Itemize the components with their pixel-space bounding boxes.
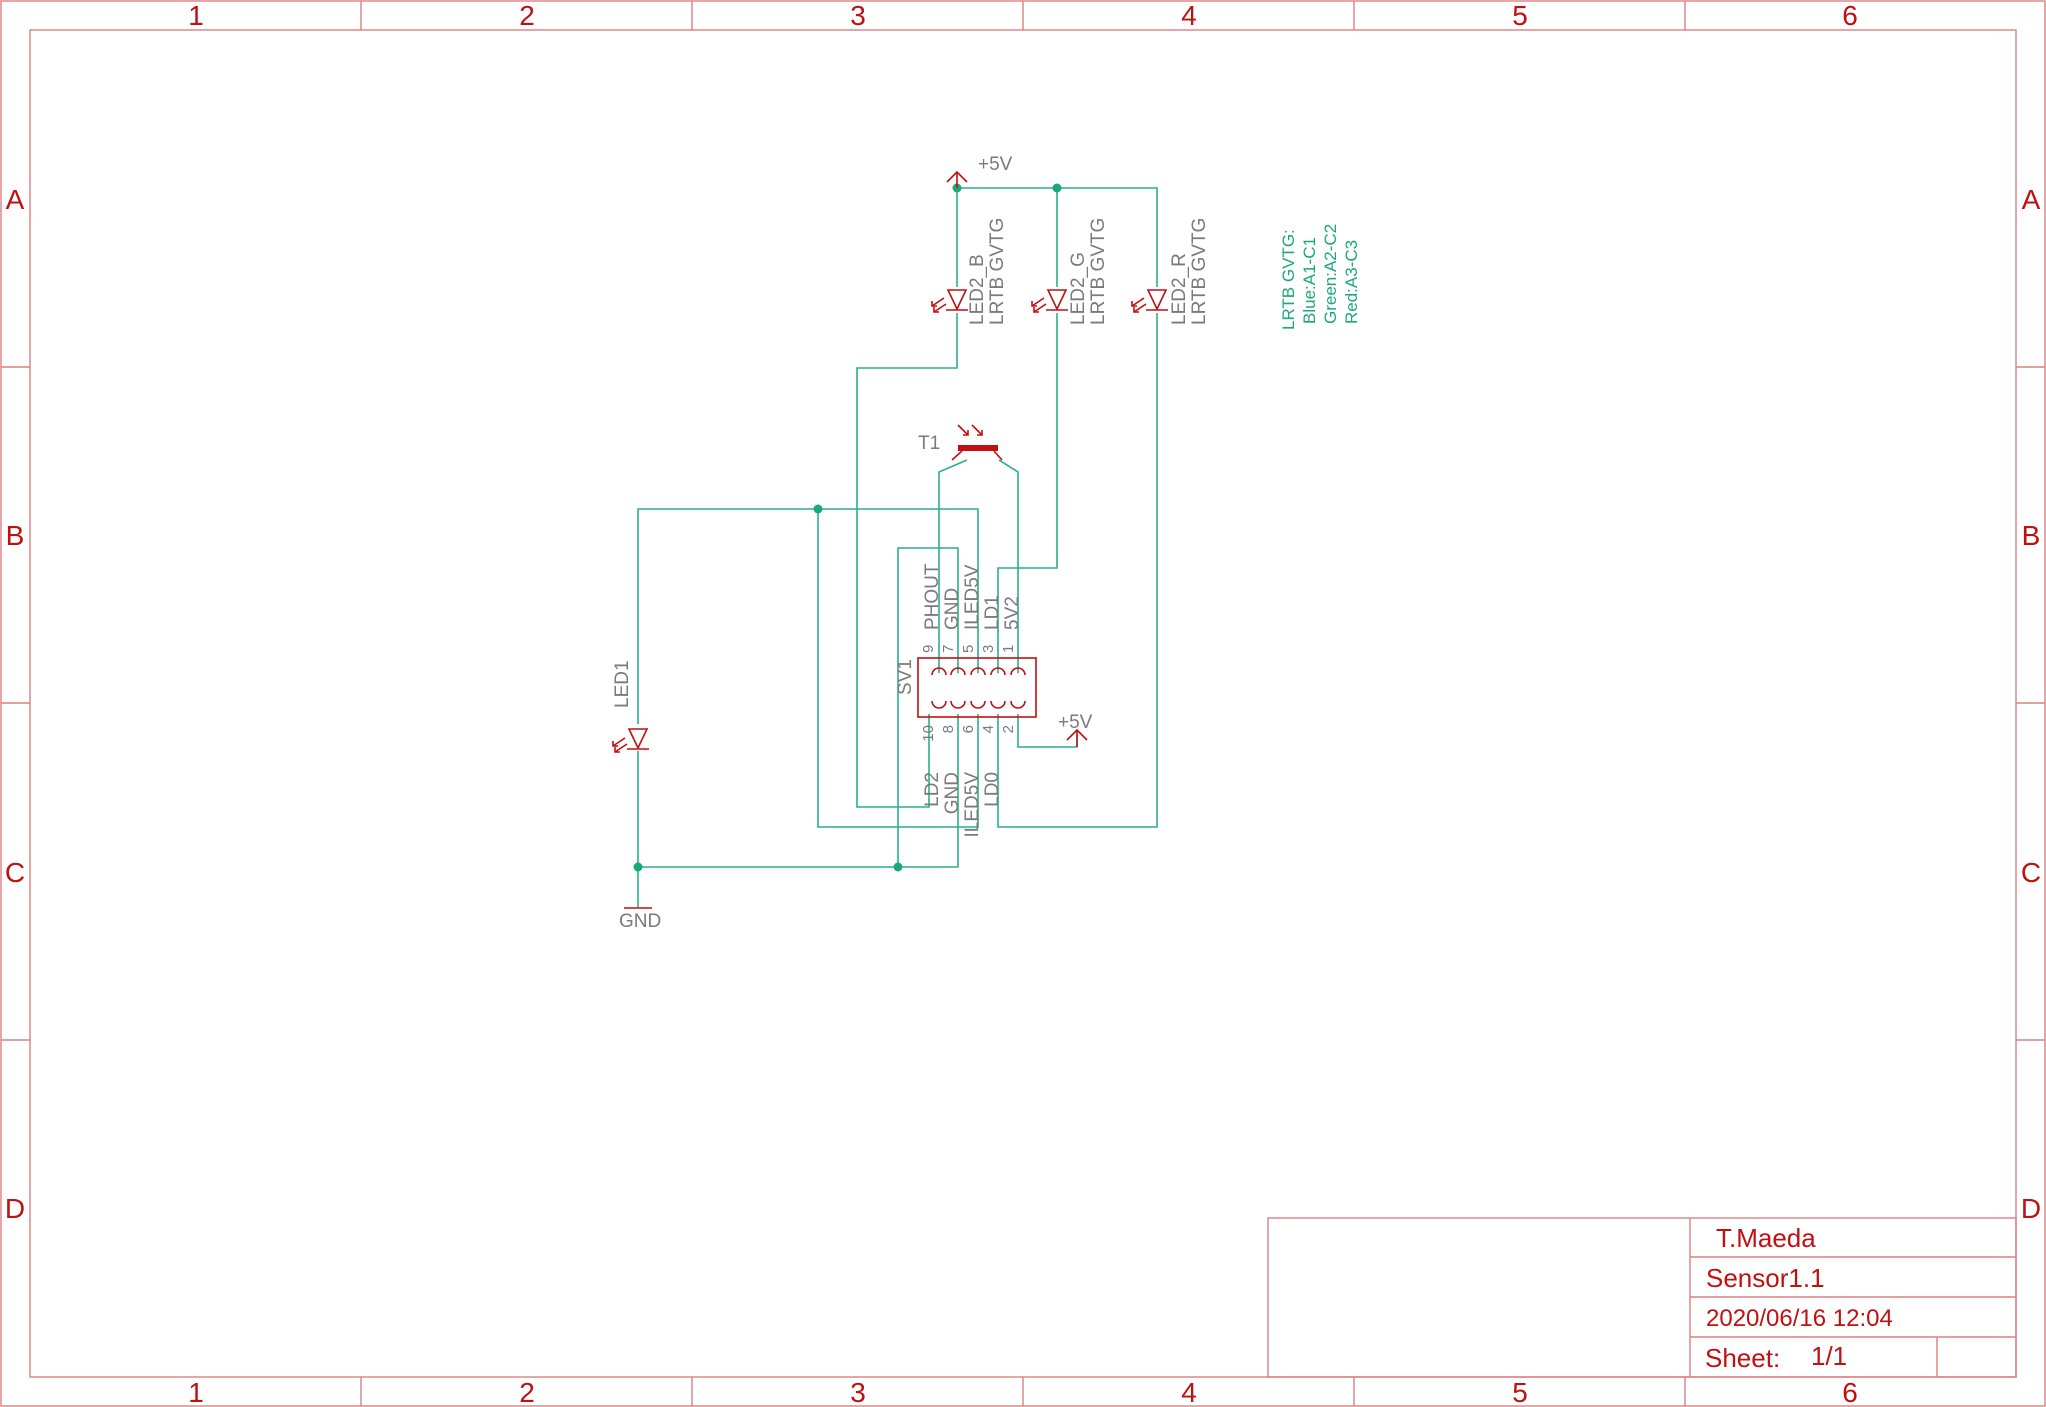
wires [637, 187, 1158, 908]
row-label: A [6, 184, 25, 215]
pin-name: GND [942, 588, 963, 630]
supply-5v-pin2: +5V [1058, 712, 1093, 747]
led2-red: LED2_R LRTB GVTG [1131, 218, 1210, 325]
col-label: 4 [1181, 0, 1197, 31]
pin-name: PHOUT [922, 563, 943, 630]
supply-5v-top: +5V [946, 154, 1013, 188]
supply-label: +5V [978, 154, 1013, 175]
row-label: C [2021, 857, 2041, 888]
supply-label: +5V [1058, 712, 1093, 733]
led2g-name: LED2_G [1068, 252, 1089, 325]
gnd-label: GND [619, 911, 661, 932]
phototransistor-t1: T1 [918, 424, 1003, 461]
col-label: 3 [850, 0, 866, 31]
gnd-symbol: GND [619, 907, 661, 932]
pin-name: LD0 [982, 772, 1003, 807]
led2r-value: LRTB GVTG [1189, 218, 1210, 325]
pin-number: 4 [980, 725, 997, 733]
row-label: D [5, 1193, 25, 1224]
pin-number: 8 [940, 725, 957, 733]
pin-name: LD1 [982, 595, 1003, 630]
led1: LED1 [612, 660, 649, 753]
junctions [633, 183, 1062, 872]
led1-label: LED1 [612, 660, 633, 708]
note-line: LRTB GVTG: [1279, 229, 1298, 330]
row-label: B [6, 520, 25, 551]
junction-dot [1052, 183, 1062, 193]
col-label: 5 [1512, 1377, 1528, 1407]
col-label: 2 [519, 1377, 535, 1407]
pin-number: 6 [960, 725, 977, 733]
col-label: 1 [188, 0, 204, 31]
sheet-number: 1/1 [1811, 1341, 1847, 1371]
column-labels-top: 1 2 3 4 5 6 [188, 0, 1858, 31]
junction-dot [813, 504, 823, 514]
t1-base-bar [958, 445, 998, 451]
col-label: 5 [1512, 0, 1528, 31]
col-label: 2 [519, 0, 535, 31]
title-block: T.Maeda Sensor1.1 2020/06/16 12:04 Sheet… [1267, 1217, 2017, 1378]
pin-number: 3 [980, 645, 997, 653]
led2-green: LED2_G LRTB GVTG [1031, 218, 1109, 325]
sheet-label: Sheet: [1705, 1343, 1780, 1373]
pin-number: 10 [920, 725, 937, 742]
col-label: 4 [1181, 1377, 1197, 1407]
pin-name: LD2 [922, 772, 943, 807]
led-pinout-note: LRTB GVTG: Blue:A1-C1 Green:A2-C2 Red:A3… [1279, 224, 1361, 330]
led2-blue: LED2_B LRTB GVTG [931, 218, 1008, 325]
junction-dot [893, 862, 903, 872]
note-line: Blue:A1-C1 [1300, 237, 1319, 324]
note-line: Green:A2-C2 [1321, 224, 1340, 324]
connector-sv1: SV1 9 7 5 3 1 PHOUT GND ILED5V LD1 5V2 1… [895, 563, 1037, 838]
schematic-name: Sensor1.1 [1706, 1263, 1825, 1293]
date-text: 2020/06/16 12:04 [1706, 1305, 1893, 1332]
row-labels-right: A B C D [2021, 184, 2041, 1224]
pin-number: 1 [1000, 645, 1017, 653]
pin-name: ILED5V [962, 564, 983, 630]
pin-number: 7 [940, 645, 957, 653]
led2g-value: LRTB GVTG [1088, 218, 1109, 325]
pin-name: ILED5V [962, 772, 983, 838]
author-text: T.Maeda [1716, 1223, 1816, 1253]
led2b-value: LRTB GVTG [987, 218, 1008, 325]
pin-number: 2 [1000, 725, 1017, 733]
row-label: A [2022, 184, 2041, 215]
row-label: D [2021, 1193, 2041, 1224]
note-line: Red:A3-C3 [1342, 240, 1361, 324]
col-label: 3 [850, 1377, 866, 1407]
pin-name: 5V2 [1002, 596, 1023, 630]
row-label: B [2022, 520, 2041, 551]
pin-name: GND [942, 772, 963, 814]
col-label: 6 [1842, 0, 1858, 31]
row-labels-left: A B C D [5, 184, 25, 1224]
junction-dot [633, 862, 643, 872]
led2b-name: LED2_B [967, 254, 988, 325]
col-label: 1 [188, 1377, 204, 1407]
sv1-label: SV1 [895, 659, 916, 695]
led2r-name: LED2_R [1169, 253, 1190, 325]
column-labels-bottom: 1 2 3 4 5 6 [188, 1377, 1858, 1407]
pin-number: 9 [920, 645, 937, 653]
row-label: C [5, 857, 25, 888]
t1-label: T1 [918, 433, 940, 454]
pin-number: 5 [960, 645, 977, 653]
col-label: 6 [1842, 1377, 1858, 1407]
